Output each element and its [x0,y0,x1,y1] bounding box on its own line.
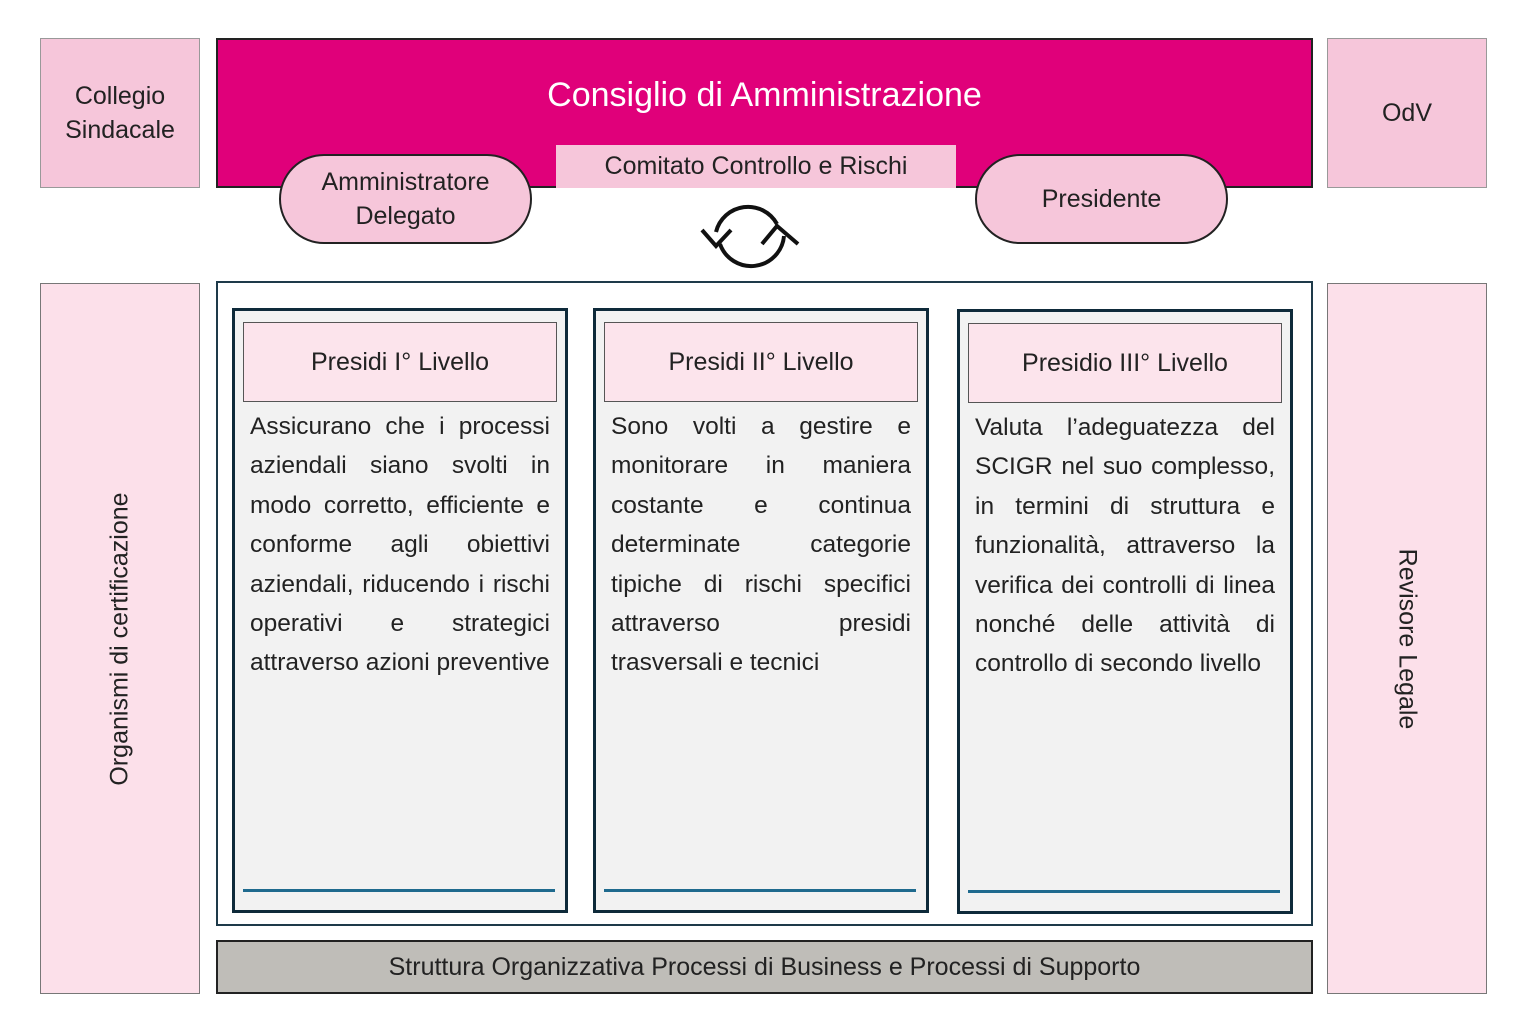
cda-title: Consiglio di Amministrazione [547,76,982,114]
amministratore-label: Amministratore Delegato [321,168,490,230]
level-3-title: Presidio III° Livello [968,323,1282,403]
struttura-organizzativa-bar: Struttura Organizzativa Processi di Busi… [216,940,1313,994]
cycle-arrows-icon [700,204,800,269]
presidente-label: Presidente [1041,185,1162,213]
level-3-column: Presidio III° Livello Valuta l’adeguatez… [957,309,1293,914]
amministratore-delegato-pill: Amministratore Delegato [279,154,532,244]
presidente-pill: Presidente [975,154,1228,244]
comitato-box: Comitato Controllo e Rischi [556,145,956,188]
collegio-sindacale-box: Collegio Sindacale [40,38,200,188]
divider [968,890,1280,893]
struttura-label: Struttura Organizzativa Processi di Busi… [388,952,1141,981]
level-2-column: Presidi II° Livello Sono volti a gestire… [593,308,929,913]
level-1-title: Presidi I° Livello [243,322,557,402]
level-1-text: Assicurano che i processi aziendali sian… [250,413,550,677]
level-1-column: Presidi I° Livello Assicurano che i proc… [232,308,568,913]
revisore-legale-box: Revisore Legale [1327,283,1487,994]
odv-box: OdV [1327,38,1487,188]
odv-label: OdV [1381,99,1433,127]
level-3-text: Valuta l’adeguatezza del SCIGR nel suo c… [975,414,1275,678]
divider [243,889,555,892]
level-2-text: Sono volti a gestire e monitorare in man… [611,413,911,677]
organismi-label: Organismi di certificazione [105,491,134,786]
divider [604,889,916,892]
organismi-certificazione-box: Organismi di certificazione [40,283,200,994]
revisore-label: Revisore Legale [1393,548,1422,729]
comitato-label: Comitato Controllo e Rischi [604,152,908,180]
level-2-title: Presidi II° Livello [604,322,918,402]
collegio-label: Collegio Sindacale [65,82,175,144]
